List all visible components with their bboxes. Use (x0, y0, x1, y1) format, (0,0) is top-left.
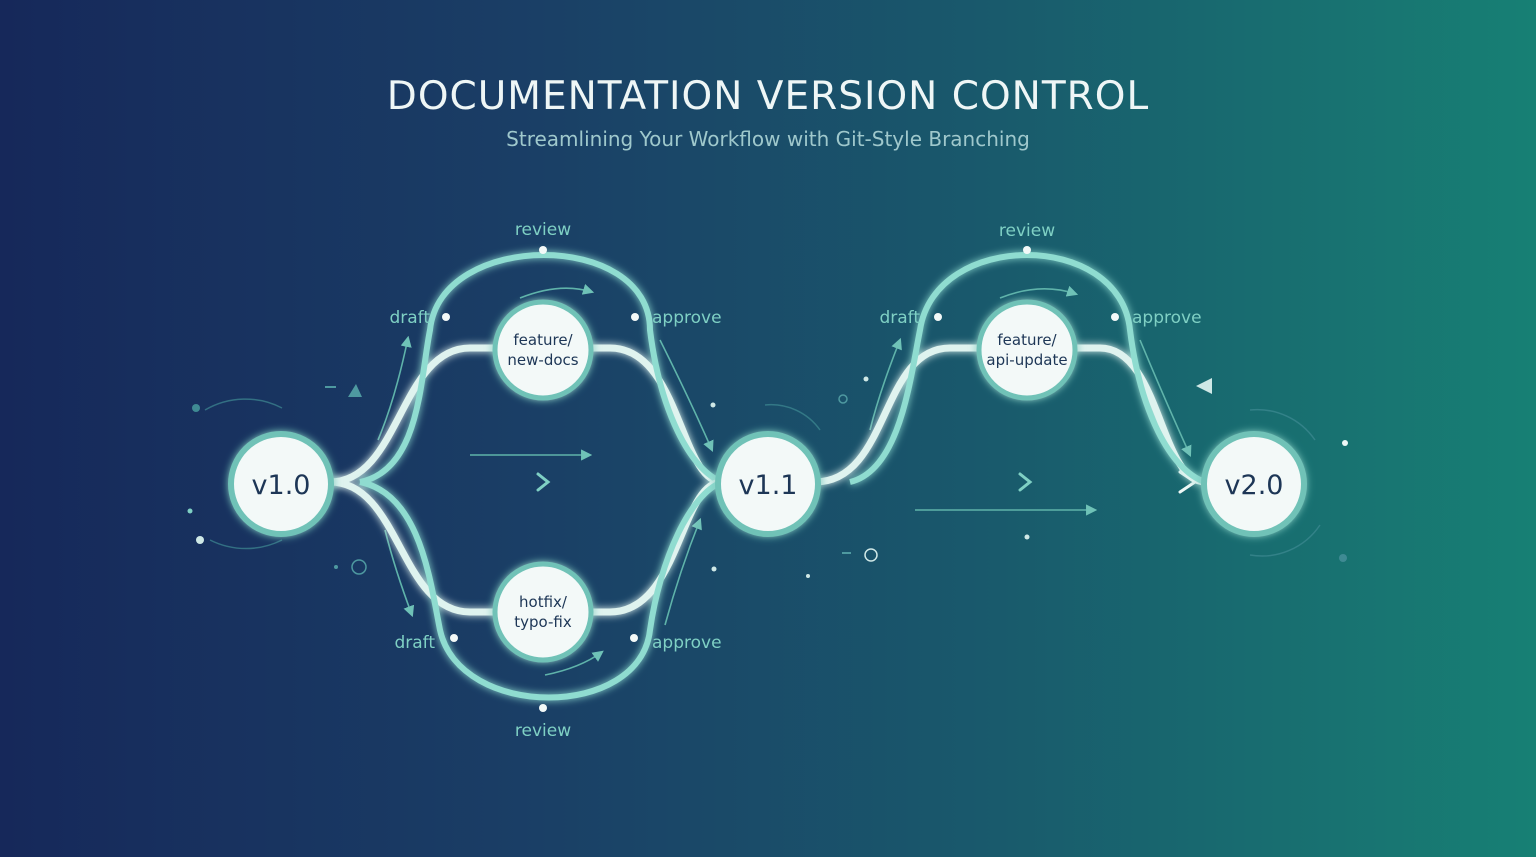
stage-approve-label: approve (652, 633, 722, 653)
diagram-title: DOCUMENTATION VERSION CONTROL (386, 74, 1150, 119)
version-label: v1.1 (739, 470, 798, 501)
version-label: v1.0 (252, 470, 311, 501)
stage-review-label: review (515, 721, 571, 741)
stage-approve-label: approve (1132, 308, 1202, 328)
branch-node-hotfix-typo-fix: hotfix/ typo-fix (492, 561, 594, 663)
branch-name-line2: new-docs (507, 351, 578, 369)
branch-node-feature-api-update: feature/ api-update (976, 299, 1078, 401)
stage-dots (442, 246, 1119, 712)
branch-name-line2: api-update (986, 351, 1067, 369)
stage-draft-label: draft (389, 308, 430, 328)
stage-review-label: review (999, 221, 1055, 241)
version-node-v1-1: v1.1 (715, 431, 821, 537)
branch-name-line1: feature/ (513, 331, 573, 349)
branch-name-line2: typo-fix (514, 613, 572, 631)
stage-approve-label: approve (652, 308, 722, 328)
branch-feature-new-docs (329, 252, 724, 486)
stage-draft-label: draft (879, 308, 920, 328)
decorative-arcs (204, 398, 1321, 557)
stage-draft-label: draft (394, 633, 435, 653)
branch-hotfix-typo-fix (329, 478, 724, 701)
version-node-v1-0: v1.0 (228, 431, 334, 537)
decorative-particles (187, 376, 1348, 578)
diagram-subtitle: Streamlining Your Workflow with Git-Styl… (506, 127, 1030, 151)
version-label: v2.0 (1225, 470, 1284, 501)
stage-review-label: review (515, 220, 571, 240)
branch-feature-api-update (814, 252, 1207, 486)
branch-name-line1: feature/ (997, 331, 1057, 349)
version-node-v2-0: v2.0 (1201, 431, 1307, 537)
branch-name-line1: hotfix/ (519, 593, 568, 611)
hint-arrows (377, 283, 1192, 676)
branch-node-feature-new-docs: feature/ new-docs (492, 299, 594, 401)
